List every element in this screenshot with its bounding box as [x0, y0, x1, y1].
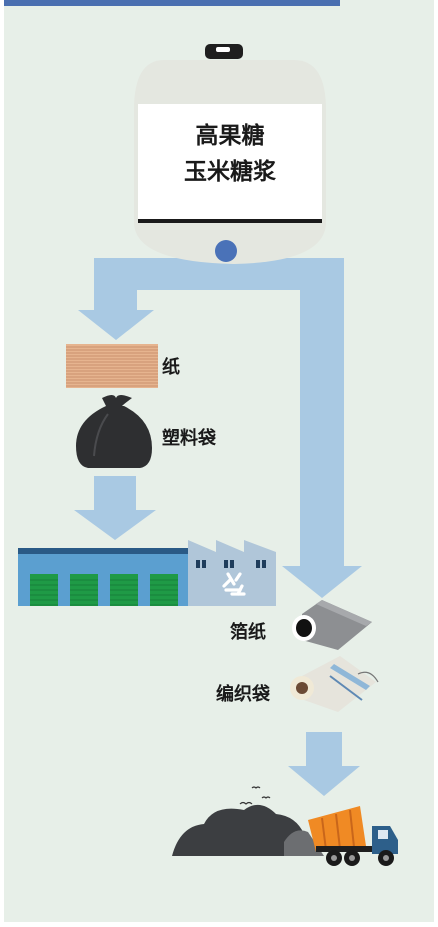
tank-label-line2: 玉米糖浆: [184, 159, 276, 185]
down-arrow-left: [74, 476, 156, 540]
recycle-icon: [222, 572, 246, 596]
paper-stack-icon: [66, 344, 158, 388]
birds-icon: [239, 786, 271, 805]
tank-outflow-pipe: [78, 258, 362, 598]
recycling-factory-icon: [188, 540, 276, 606]
woven-bag-roll-icon: [290, 656, 379, 712]
dump-truck-icon: [284, 806, 398, 866]
foil-roll-icon: [292, 600, 372, 650]
foil-label: 箔纸: [230, 622, 266, 643]
paper-label: 纸: [162, 357, 180, 378]
warehouse-icon: [18, 548, 188, 606]
flow-diagram: [18, 44, 398, 866]
landfill-pile-icon: [172, 804, 320, 856]
down-arrow-bottom: [288, 732, 360, 796]
flow-arrows: [74, 258, 362, 796]
syrup-tank-icon: [134, 44, 326, 264]
plastic-bag-label: 塑料袋: [162, 428, 216, 449]
tank-label-line1: 高果糖: [195, 123, 265, 149]
woven-bag-label: 编织袋: [216, 684, 270, 705]
diagram-panel: 高果糖 玉米糖浆 纸 塑料袋 箔纸 编织袋: [4, 0, 434, 922]
tank-label: 高果糖 玉米糖浆: [140, 118, 320, 190]
top-accent-bar: [4, 0, 340, 6]
trash-bag-icon: [76, 395, 152, 468]
